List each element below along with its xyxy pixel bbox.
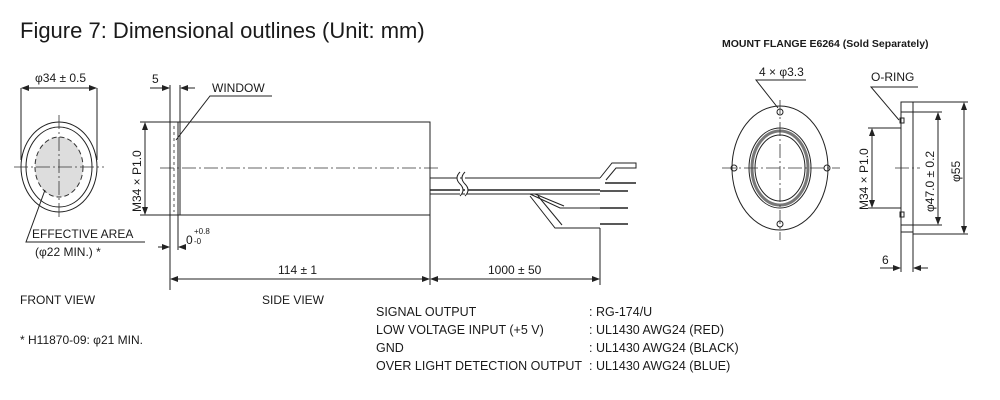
front-view: φ34 ± 0.5 EFFECTIVE AREA (φ22 MIN.) *: [14, 71, 145, 259]
length-dim: 114 ± 1: [278, 263, 317, 277]
effective-area-dim: (φ22 MIN.) *: [35, 245, 101, 259]
tube-body: [177, 121, 431, 216]
holes-dim: 4 × φ3.3: [759, 65, 804, 79]
cable-type: : UL1430 AWG24 (RED): [589, 323, 724, 337]
cable-length-dim: 1000 ± 50: [488, 263, 542, 277]
inner-diameter-dim: φ47.0 ± 0.2: [923, 151, 937, 212]
signal-name: LOW VOLTAGE INPUT (+5 V): [376, 323, 544, 337]
window-label: WINDOW: [212, 81, 265, 95]
mount-flange-title: MOUNT FLANGE E6264 (Sold Separately): [722, 38, 929, 50]
side-view-label: SIDE VIEW: [262, 293, 325, 307]
cable: [430, 162, 637, 229]
o-ring-label: O-RING: [871, 70, 914, 84]
window-offset-base: 0: [186, 233, 193, 247]
footnote: * H11870-09: φ21 MIN.: [20, 333, 143, 347]
effective-area-label: EFFECTIVE AREA: [32, 227, 133, 241]
cable-table: SIGNAL OUTPUT : RG-174/U LOW VOLTAGE INP…: [376, 305, 739, 373]
diameter-dim: φ34 ± 0.5: [35, 71, 86, 85]
window-offset-plus: +0.8: [194, 227, 210, 236]
side-view: 5 WINDOW M34 × P1.0 0 +0.8 -0: [130, 72, 637, 290]
cable-type: : UL1430 AWG24 (BLACK): [589, 341, 739, 355]
mount-hole: [823, 164, 831, 172]
mount-hole: [730, 164, 738, 172]
figure-title: Figure 7: Dimensional outlines (Unit: mm…: [20, 18, 425, 43]
cable-type: : RG-174/U: [589, 305, 652, 319]
signal-name: OVER LIGHT DETECTION OUTPUT: [376, 359, 582, 373]
front-view-label: FRONT VIEW: [20, 293, 96, 307]
o-ring: [899, 117, 905, 124]
mount-flange: MOUNT FLANGE E6264 (Sold Separately) 4 ×…: [722, 38, 968, 272]
mount-hole: [776, 108, 784, 116]
cable-type: : UL1430 AWG24 (BLUE): [589, 359, 730, 373]
thread-dim: M34 × P1.0: [130, 150, 144, 212]
flange-thread-dim: M34 × P1.0: [857, 148, 871, 210]
flange-side: [900, 101, 914, 233]
flange-width-dim: 5: [152, 72, 159, 86]
signal-name: SIGNAL OUTPUT: [376, 305, 477, 319]
mount-hole: [776, 220, 784, 228]
outer-diameter-dim: φ55: [949, 161, 963, 182]
signal-name: GND: [376, 341, 404, 355]
thickness-dim: 6: [882, 253, 889, 267]
window-offset-minus: -0: [194, 237, 202, 246]
